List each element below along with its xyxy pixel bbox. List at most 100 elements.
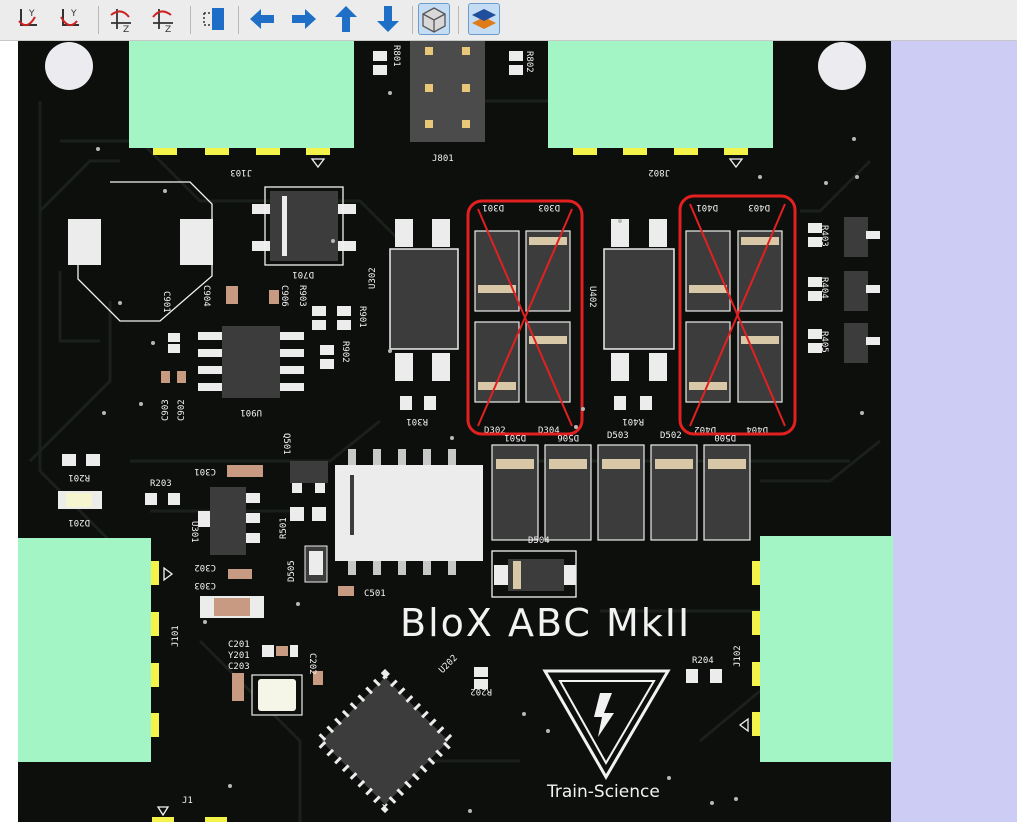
header-j801: J801 [410,41,485,164]
capacitor-c902: C902 [177,371,187,421]
svg-text:J802: J802 [648,167,670,177]
mounting-hole [818,42,866,90]
svg-text:C501: C501 [364,589,386,599]
viewport-background [891,41,1017,822]
transistor-q501: Q501 [281,433,328,493]
svg-text:D402: D402 [694,424,716,434]
arrow-down-icon [377,6,399,32]
svg-text:R902: R902 [340,341,350,363]
resistor-r202: R202 [470,667,492,696]
resistor-r802: R802 [509,51,534,75]
svg-text:R201: R201 [68,472,90,482]
svg-text:C301: C301 [194,466,216,476]
ic-u901: U901 [198,326,304,417]
diode-d201: D201 [58,491,102,527]
arrow-up-icon [335,6,357,32]
svg-text:D506: D506 [557,432,579,442]
lightning-icon [594,693,614,737]
resistor-r301: R301 [400,396,436,426]
diode-d505: D505 [287,545,328,583]
resistor-r501: R501 [279,507,326,539]
rotate-z-ccw-button[interactable]: Z [148,3,180,35]
orthographic-toggle[interactable] [418,3,450,35]
svg-text:D303: D303 [538,202,560,212]
flip-board-button[interactable] [198,3,230,35]
orthographic-cube-icon [422,7,446,33]
diode-array-d301-d304: D301 D303 D302 D304 [474,202,571,436]
svg-text:D302: D302 [484,426,506,436]
move-left-button[interactable] [246,3,278,35]
svg-text:C202: C202 [307,653,317,675]
viewer-toolbar: Y Y Z Z [0,0,1017,41]
capacitor-c904: C904 [201,285,238,307]
svg-text:D501: D501 [504,432,526,442]
rotate-z-cw-button[interactable]: Z [106,3,138,35]
svg-text:R401: R401 [622,416,644,426]
crystal-y201 [251,674,303,716]
connector-j102: J102 [733,536,893,762]
capacitor-c903: C903 [161,371,171,421]
capacitor-c302: C302 [194,562,252,579]
board-title: BloX ABC MkII [400,601,691,645]
svg-text:R405: R405 [819,331,829,353]
capacitor-c301: C301 [194,465,263,477]
svg-text:R901: R901 [357,306,367,328]
svg-text:R903: R903 [297,285,307,307]
svg-text:D503: D503 [607,431,629,441]
svg-text:D701: D701 [292,269,314,279]
rejected-mark-d300 [466,199,584,436]
svg-text:Y: Y [28,9,35,19]
svg-text:D403: D403 [748,202,770,212]
move-right-button[interactable] [288,3,320,35]
layers-toggle[interactable] [468,3,500,35]
svg-text:Z: Z [165,25,171,33]
connector-j802: J802 [548,41,773,177]
capacitor-c901: C901 [161,291,180,353]
resistor-r405: R405 [808,323,880,363]
svg-text:Q501: Q501 [281,433,291,455]
capacitor-c906: C906 [269,285,289,307]
svg-text:D500: D500 [714,432,736,442]
pcb-render: .silk{fill:#f2f2f2;font-family:"DejaVu S… [18,41,1017,822]
svg-text:D401: D401 [696,202,718,212]
svg-text:D504: D504 [528,536,550,546]
resistor-r903: R903 [297,285,326,330]
svg-text:J1: J1 [182,796,193,806]
rotate-x-ccw-button[interactable]: Y [56,3,88,35]
svg-text:Z: Z [123,25,129,33]
rejected-mark-d400 [678,194,797,436]
move-up-button[interactable] [330,3,362,35]
resistor-r203: R203 [145,479,180,505]
ic-u302: U302 [368,219,459,381]
train-science-logo: Train-Science [542,669,671,802]
arrow-right-icon [292,9,316,29]
svg-text:R403: R403 [819,225,829,247]
rotate-x-cw-button[interactable]: Y [14,3,46,35]
svg-text:Y: Y [70,9,77,19]
svg-text:R204: R204 [692,656,714,666]
connector-j1: J1 [152,796,227,822]
svg-text:J102: J102 [733,645,743,667]
svg-text:C903: C903 [161,399,171,421]
rotate-x-counterclockwise-icon: Y [60,9,79,27]
3d-viewport[interactable]: .silk{fill:#f2f2f2;font-family:"DejaVu S… [0,41,1017,822]
capacitor-c201: C201 [228,640,298,657]
connector-j103: J103 [129,41,354,177]
capacitor-c202: C202 [307,653,323,685]
capacitor-c501: C501 [338,586,386,599]
svg-text:R202: R202 [470,686,492,696]
svg-text:R404: R404 [819,277,829,299]
relay [335,449,483,575]
move-down-button[interactable] [372,3,404,35]
connector-j101: J101 [18,538,181,762]
diode-d701: D701 [252,186,356,279]
resistor-r403: R403 [808,217,880,257]
resistor-r902: R902 [320,341,350,369]
arrow-left-icon [250,9,274,29]
diode-row-d500: D501 D506 D503 D502 D500 [491,431,751,541]
resistor-r901: R901 [337,306,367,330]
svg-text:J101: J101 [171,625,181,647]
rotate-x-clockwise-icon: Y [18,9,37,27]
capacitor-c203 [232,673,244,701]
svg-text:R301: R301 [406,416,428,426]
